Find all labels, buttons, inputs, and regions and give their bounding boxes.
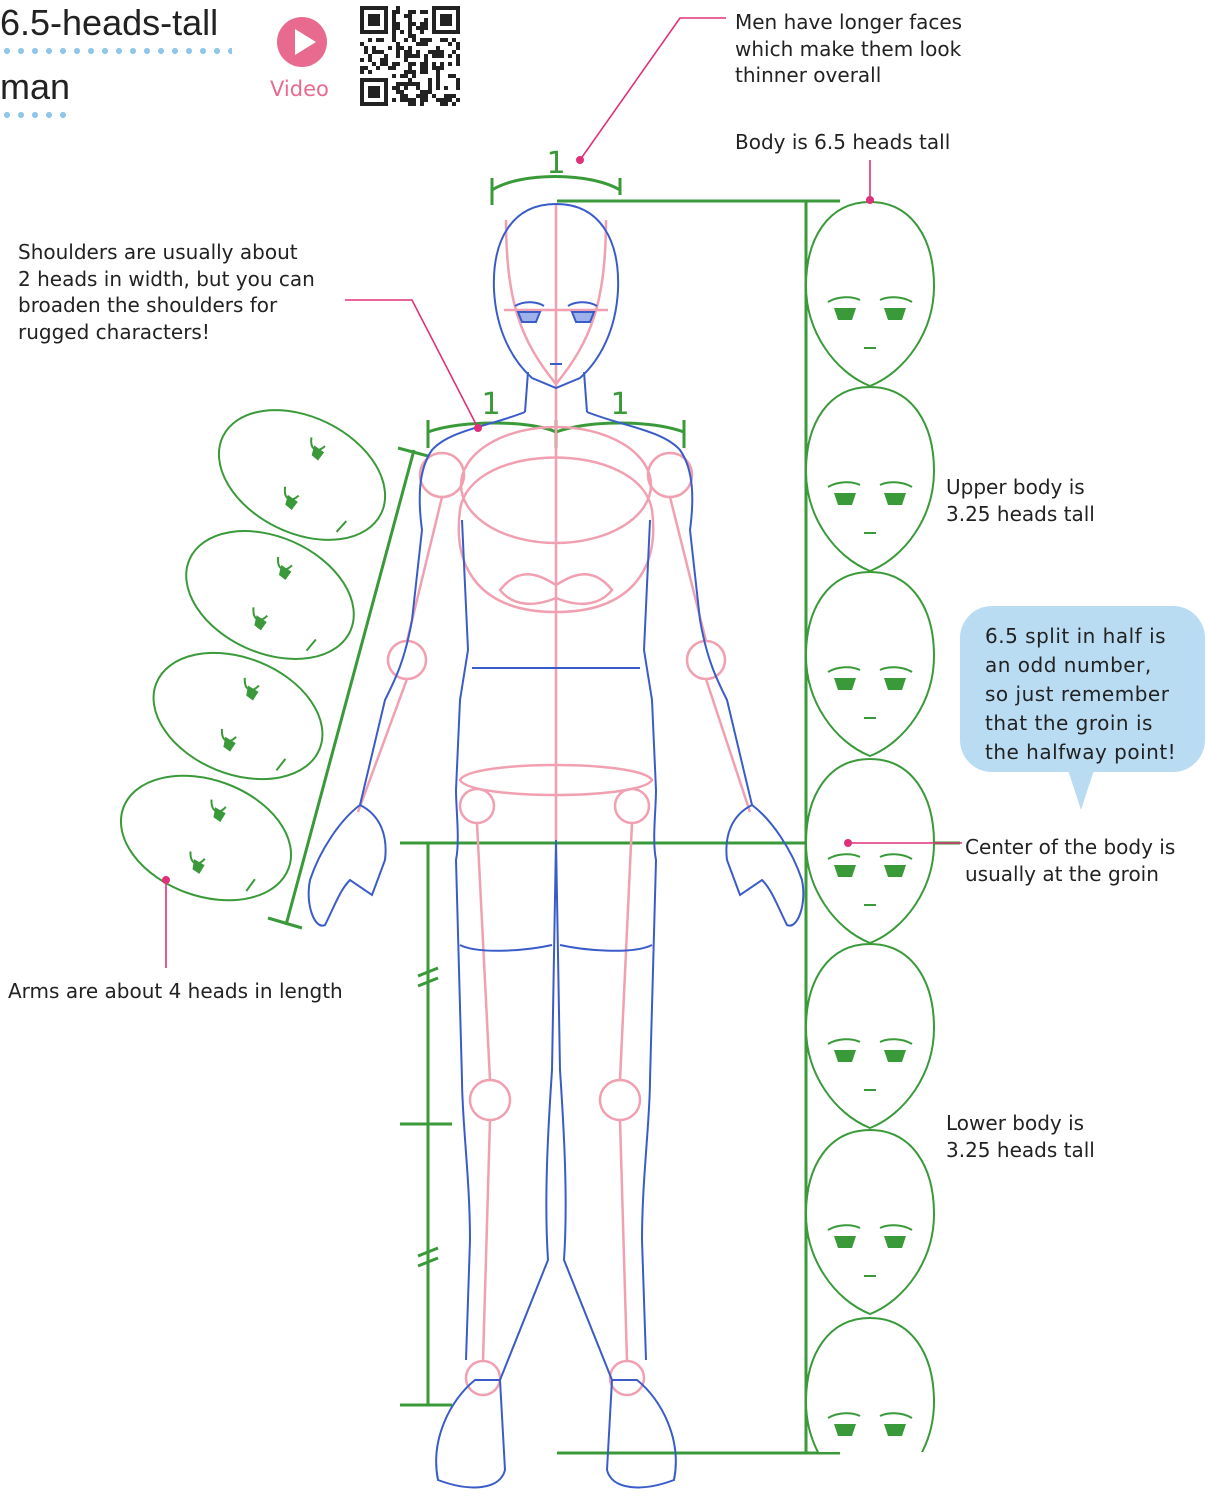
tip-bubble-text: 6.5 split in half is an odd number, so j… <box>985 622 1176 767</box>
arms-note: Arms are about 4 heads in length <box>8 978 343 1005</box>
upper-body-note: Upper body is 3.25 heads tall <box>946 474 1095 527</box>
qr-code-graphic <box>360 6 460 106</box>
title-dotted-rule <box>0 47 232 55</box>
shoulder-right-label: 1 <box>610 387 629 422</box>
play-icon <box>276 16 328 68</box>
head-width-label: 1 <box>546 146 565 181</box>
tip-bubble-tail <box>1068 770 1094 810</box>
lower-body-note: Lower body is 3.25 heads tall <box>946 1110 1095 1163</box>
subtitle-dotted-rule <box>0 111 72 119</box>
body-height-note: Body is 6.5 heads tall <box>735 129 950 156</box>
faces-note: Men have longer faces which make them lo… <box>735 9 962 89</box>
page-title: 6.5-heads-tall <box>0 2 218 44</box>
video-play-button[interactable] <box>276 16 328 68</box>
shoulder-left-label: 1 <box>481 387 500 422</box>
shoulders-note: Shoulders are usually about 2 heads in w… <box>18 239 315 345</box>
page-subtitle: man <box>0 66 70 108</box>
video-label[interactable]: Video <box>270 77 329 101</box>
center-note: Center of the body is usually at the gro… <box>965 834 1175 887</box>
arm-head-units <box>103 384 406 922</box>
head-units-stack <box>806 202 934 1502</box>
qr-code-icon[interactable] <box>360 6 460 106</box>
